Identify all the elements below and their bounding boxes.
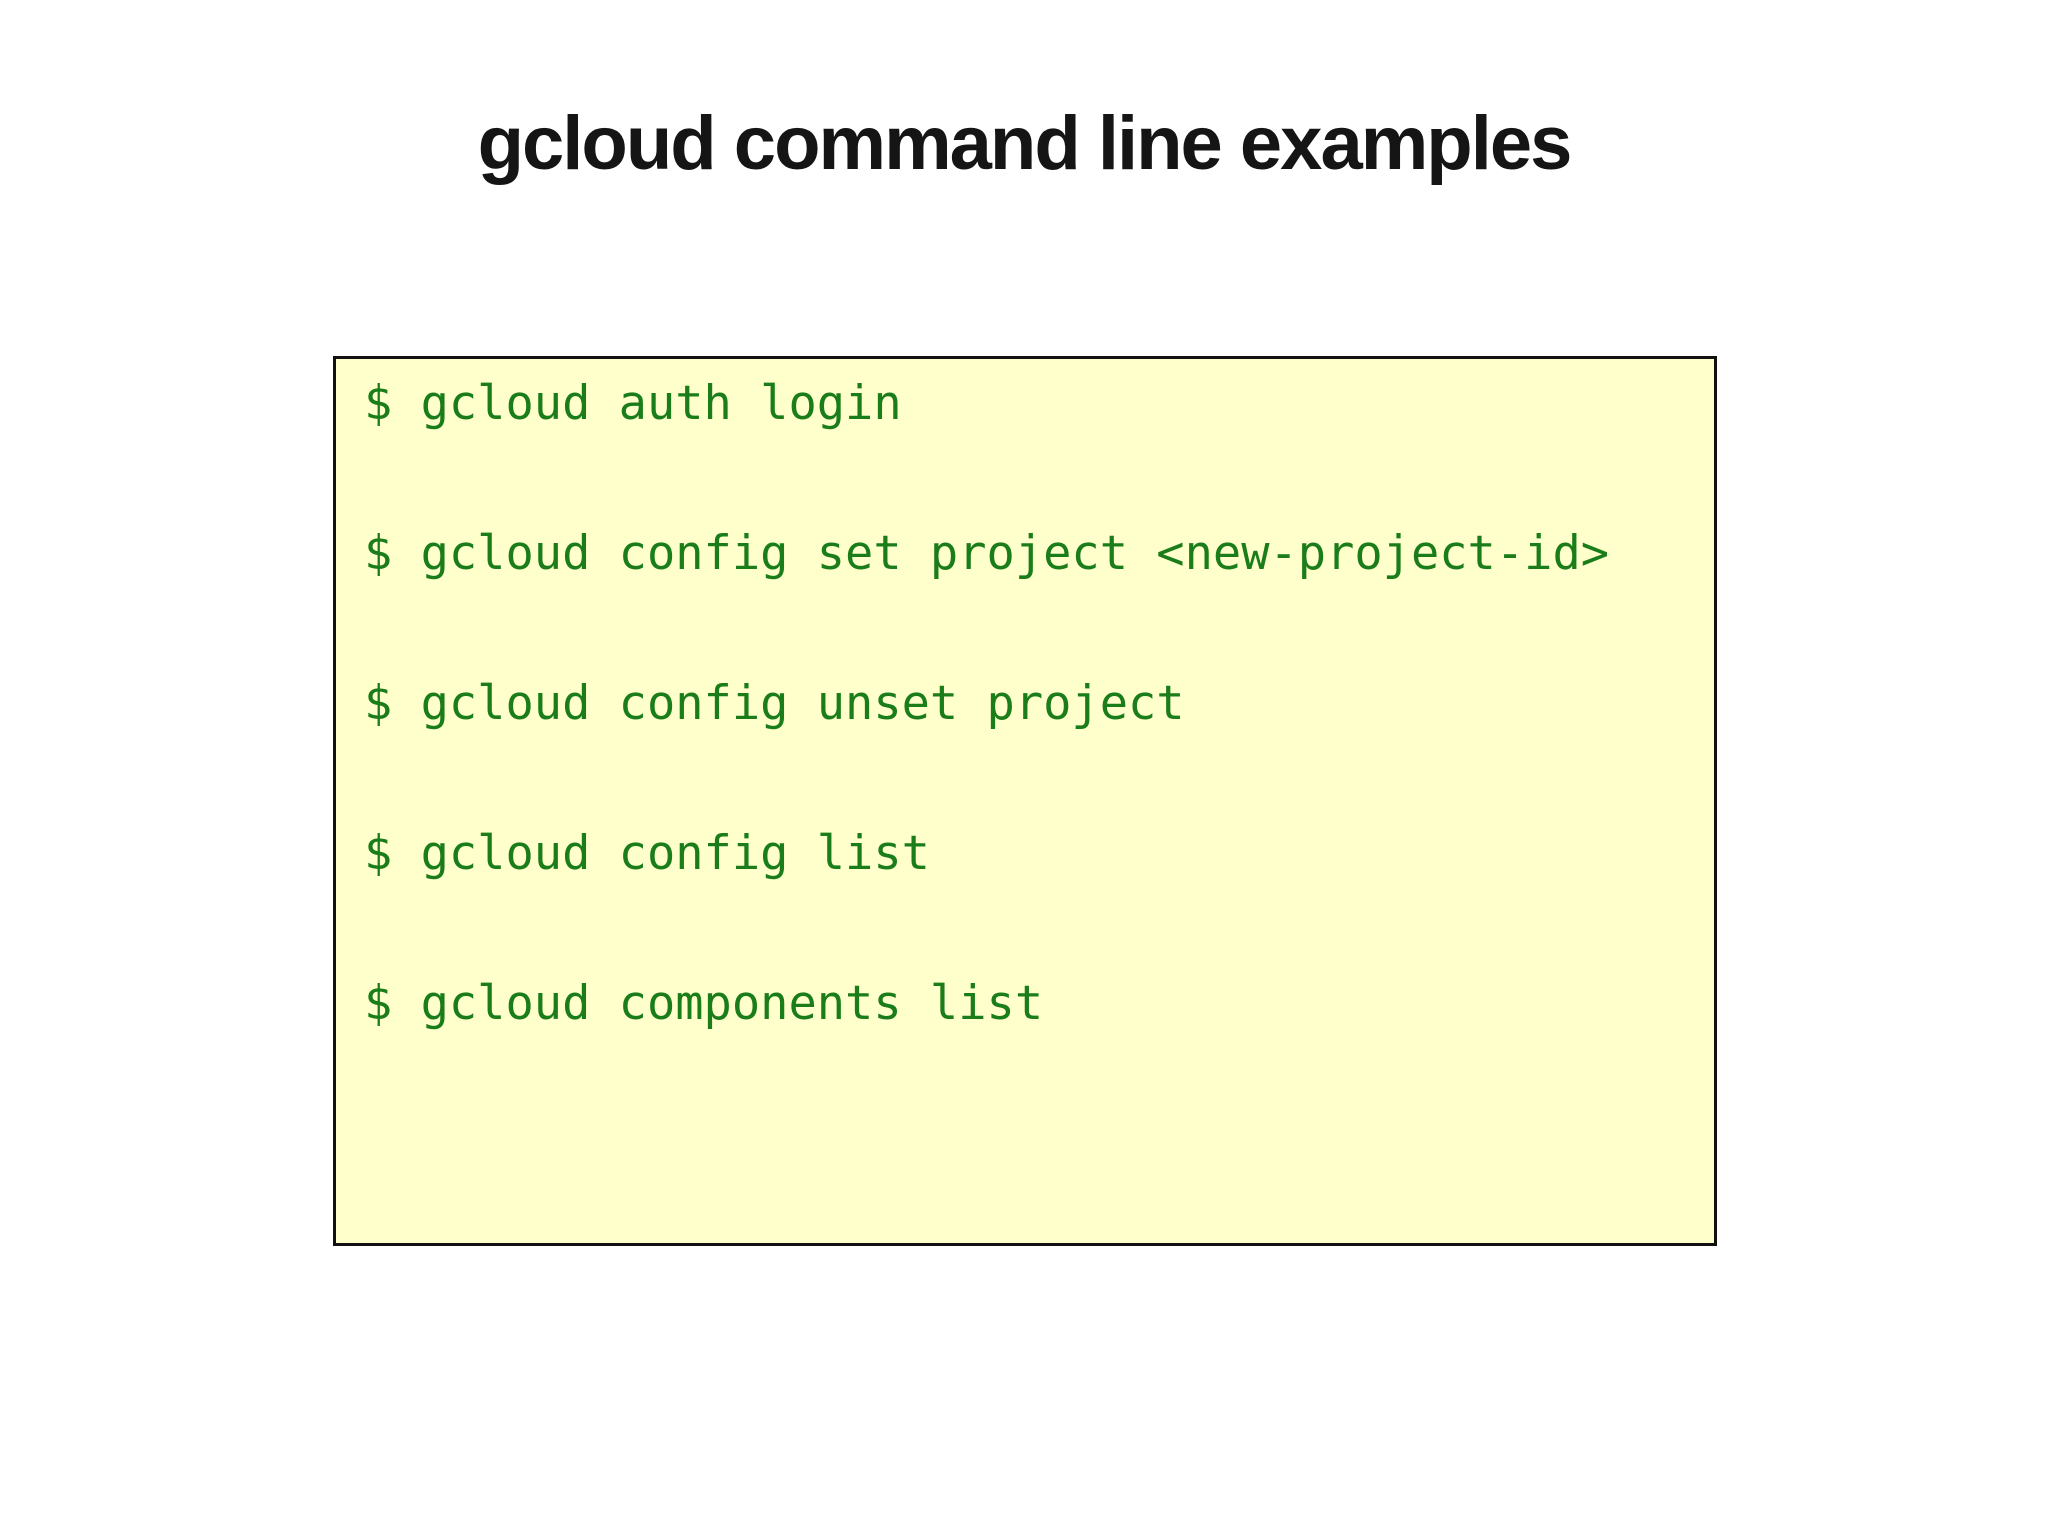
command-line: $ gcloud auth login [364,376,902,431]
command-line: $ gcloud config unset project [364,676,1185,731]
command-line: $ gcloud config set project <new-project… [364,526,1610,581]
command-line: $ gcloud config list [364,826,930,881]
page-title: gcloud command line examples [477,101,1573,186]
command-line: $ gcloud components list [364,976,1044,1031]
code-box: $ gcloud auth login $ gcloud config set … [333,356,1717,1246]
